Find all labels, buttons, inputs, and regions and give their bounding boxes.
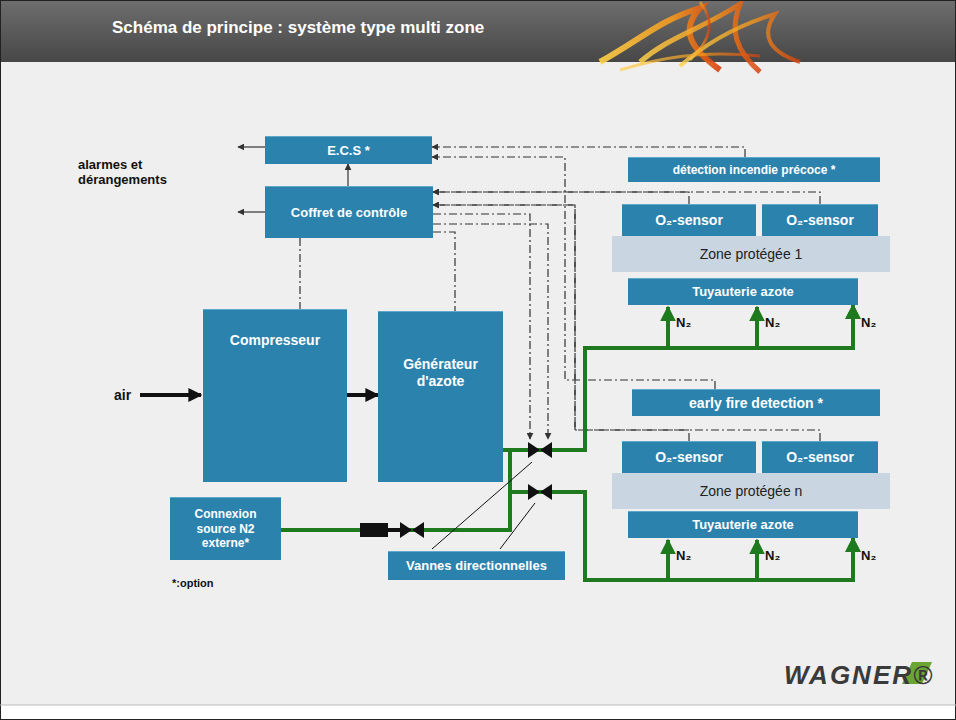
node-text: Vannes directionnelles: [402, 558, 551, 574]
control-box: Coffret de contrôle: [265, 186, 433, 238]
gas-label: N₂: [676, 315, 691, 330]
alarm-output-arrow: [238, 146, 265, 147]
output-label: alarmes et dérangements: [78, 157, 190, 187]
zone-band: Zone protégée n: [612, 473, 890, 509]
node-text: détection incendie précoce *: [669, 163, 840, 177]
gas-label: N₂: [861, 315, 876, 330]
piping-box: Tuyauterie azote: [628, 511, 858, 538]
nitrogen-pipe: [503, 305, 853, 450]
nitrogen-pipe: [281, 305, 853, 530]
directional-valves: [528, 442, 552, 500]
fault-output-arrow: [238, 211, 265, 212]
gas-label: N₂: [676, 548, 691, 563]
node-text: Zone protégée n: [696, 483, 807, 500]
air-inlet-arrow: [140, 393, 201, 397]
node-text: Tuyauterie azote: [688, 517, 798, 533]
node-text: Générateur d'azote: [378, 356, 503, 390]
slide-ground: [0, 62, 956, 705]
node-text: Connexion source N2 externe*: [170, 507, 281, 550]
signal-line: [347, 164, 348, 186]
generator-box: Générateur d'azote: [378, 311, 503, 482]
node-text: O₂-sensor: [651, 449, 727, 466]
node-text: Coffret de contrôle: [287, 205, 411, 221]
input-label: air: [114, 387, 131, 403]
node-text: O₂-sensor: [782, 212, 858, 229]
sensor-box: O₂-sensor: [622, 441, 756, 473]
signal-line: [347, 393, 378, 397]
signal-line: [433, 192, 689, 204]
signal-line: [433, 192, 820, 204]
signal-line: [433, 232, 455, 311]
slide-title: Schéma de principe : système type multi …: [112, 18, 484, 38]
note-text: *:option: [172, 577, 214, 589]
detection-box: détection incendie précoce *: [628, 157, 880, 182]
zone-band: Zone protégée 1: [612, 236, 890, 272]
sensor-box: O₂-sensor: [622, 204, 756, 236]
control-box: E.C.S *: [265, 136, 432, 164]
node-text: E.C.S *: [323, 143, 374, 159]
source-box: Connexion source N2 externe*: [170, 497, 281, 560]
signal-line: [299, 238, 300, 309]
compressor-box: Compresseur: [203, 309, 347, 482]
company-logo: WAGNER®: [784, 660, 934, 691]
node-text: O₂-sensor: [782, 449, 858, 466]
node-text: Tuyauterie azote: [688, 284, 798, 300]
flame-decoration: [600, 2, 800, 72]
detection-box: early fire detection *: [632, 389, 880, 416]
valve-label-box: Vannes directionnelles: [388, 551, 565, 580]
sensor-box: O₂-sensor: [762, 204, 878, 236]
node-text: Compresseur: [226, 332, 324, 349]
gas-label: N₂: [765, 315, 780, 330]
header-bar: [0, 0, 956, 62]
node-text: Zone protégée 1: [696, 246, 807, 263]
node-text: early fire detection *: [685, 395, 827, 412]
piping-box: Tuyauterie azote: [628, 278, 858, 305]
gas-label: N₂: [861, 548, 876, 563]
sensor-box: O₂-sensor: [762, 441, 878, 473]
signal-line: [432, 147, 745, 157]
gas-label: N₂: [765, 548, 780, 563]
external-source-valve: [360, 522, 424, 538]
node-text: O₂-sensor: [651, 212, 727, 229]
